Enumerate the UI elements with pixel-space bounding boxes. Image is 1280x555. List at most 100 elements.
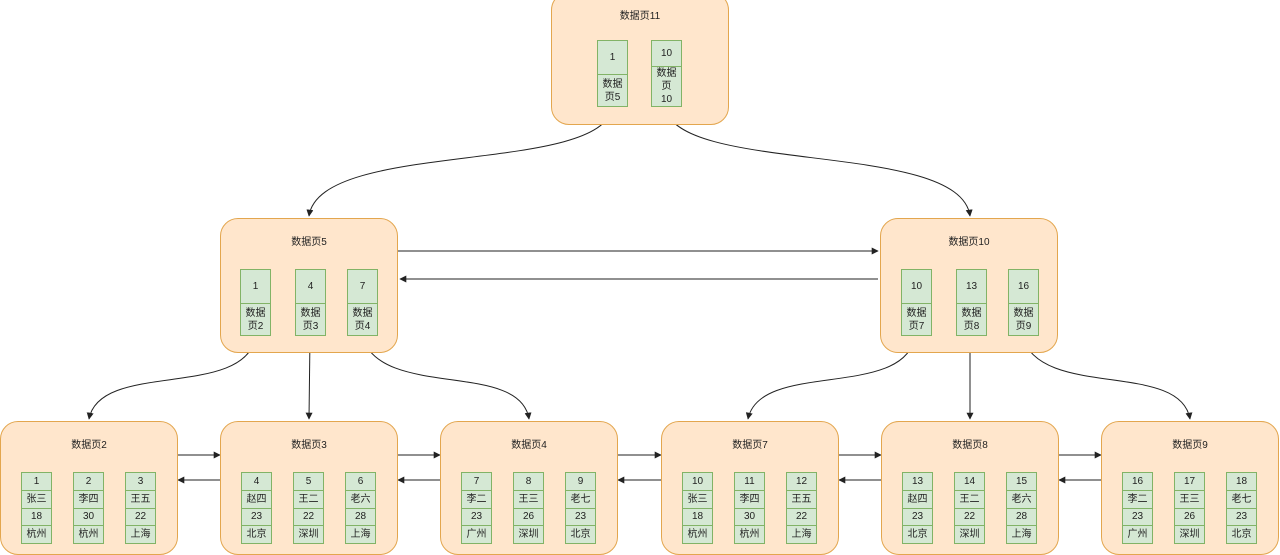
record-id: 4	[253, 475, 260, 487]
leaf-record: 14 王二 22 深圳	[954, 472, 985, 544]
leaf-page: 数据页7 10 张三 18 杭州 11 李四 30 杭州 12 王五 22 上海	[661, 421, 839, 555]
index-entry: 10 数据页10	[651, 40, 682, 107]
record-name: 老七	[566, 489, 595, 508]
record-city: 上海	[787, 525, 816, 543]
leaf-record: 6 老六 28 上海	[345, 472, 376, 544]
record-city: 深圳	[955, 525, 984, 543]
record-name: 王五	[787, 489, 816, 508]
record-id: 11	[744, 475, 755, 487]
entry-child-pointer: 数据页3	[296, 303, 325, 335]
record-age: 23	[1123, 507, 1152, 526]
leaf-record: 11 李四 30 杭州	[734, 472, 765, 544]
leaf-record: 12 王五 22 上海	[786, 472, 817, 544]
entry-key: 4	[307, 281, 314, 292]
root-page: 数据页11 1 数据页5 10 数据页10	[551, 0, 729, 125]
entry-child-pointer: 数据页10	[652, 66, 681, 106]
record-name: 老七	[1227, 489, 1256, 508]
record-id: 1	[33, 475, 40, 487]
page-title: 数据页4	[511, 440, 547, 451]
record-age: 23	[242, 507, 271, 526]
leaf-record: 10 张三 18 杭州	[682, 472, 713, 544]
leaf-record: 5 王二 22 深圳	[293, 472, 324, 544]
leaf-page: 数据页2 1 张三 18 杭州 2 李四 30 杭州 3 王五 22 上海	[0, 421, 178, 555]
index-entry: 13 数据页8	[956, 269, 987, 336]
record-age: 22	[294, 507, 323, 526]
record-name: 老六	[1007, 489, 1036, 508]
record-age: 26	[514, 507, 543, 526]
leaf-record: 17 王三 26 深圳	[1174, 472, 1205, 544]
leaf-record: 2 李四 30 杭州	[73, 472, 104, 544]
record-city: 杭州	[22, 525, 51, 543]
record-city: 广州	[462, 525, 491, 543]
page-title: 数据页10	[948, 237, 990, 248]
record-name: 张三	[683, 489, 712, 508]
record-age: 23	[566, 507, 595, 526]
index-entry: 7 数据页4	[347, 269, 378, 336]
record-name: 李二	[1123, 489, 1152, 508]
record-age: 28	[346, 507, 375, 526]
entry-child-pointer: 数据页2	[241, 303, 270, 335]
page-title: 数据页7	[732, 440, 768, 451]
record-name: 李四	[735, 489, 764, 508]
record-name: 老六	[346, 489, 375, 508]
record-name: 王五	[126, 489, 155, 508]
page-title: 数据页5	[291, 237, 327, 248]
record-id: 10	[691, 475, 704, 487]
record-age: 23	[903, 507, 932, 526]
record-name: 赵四	[242, 489, 271, 508]
record-name: 张三	[22, 489, 51, 508]
record-age: 30	[74, 507, 103, 526]
entry-child-pointer: 数据页5	[598, 74, 627, 106]
leaf-page: 数据页8 13 赵四 23 北京 14 王二 22 深圳 15 老六 28 上海	[881, 421, 1059, 555]
record-id: 5	[305, 475, 312, 487]
record-name: 王二	[294, 489, 323, 508]
entry-key: 10	[910, 281, 923, 292]
record-age: 22	[787, 507, 816, 526]
record-id: 13	[911, 475, 924, 487]
record-age: 26	[1175, 507, 1204, 526]
index-entry: 4 数据页3	[295, 269, 326, 336]
record-age: 30	[735, 507, 764, 526]
record-id: 8	[525, 475, 532, 487]
record-city: 上海	[126, 525, 155, 543]
index-entry: 1 数据页5	[597, 40, 628, 107]
record-id: 3	[137, 475, 144, 487]
leaf-record: 18 老七 23 北京	[1226, 472, 1257, 544]
internal-page: 数据页10 10 数据页7 13 数据页8 16 数据页9	[880, 218, 1058, 353]
record-age: 18	[22, 507, 51, 526]
leaf-record: 7 李二 23 广州	[461, 472, 492, 544]
leaf-page: 数据页3 4 赵四 23 北京 5 王二 22 深圳 6 老六 28 上海	[220, 421, 398, 555]
record-id: 14	[963, 475, 976, 487]
entry-key: 1	[609, 52, 616, 63]
record-id: 2	[85, 475, 92, 487]
index-entry: 1 数据页2	[240, 269, 271, 336]
leaf-record: 4 赵四 23 北京	[241, 472, 272, 544]
record-id: 6	[357, 475, 364, 487]
leaf-page: 数据页4 7 李二 23 广州 8 王三 26 深圳 9 老七 23 北京	[440, 421, 618, 555]
page-title: 数据页2	[71, 440, 107, 451]
record-city: 北京	[903, 525, 932, 543]
record-name: 李二	[462, 489, 491, 508]
record-id: 7	[473, 475, 480, 487]
record-name: 李四	[74, 489, 103, 508]
record-name: 王二	[955, 489, 984, 508]
record-name: 王三	[514, 489, 543, 508]
leaf-record: 1 张三 18 杭州	[21, 472, 52, 544]
record-city: 北京	[566, 525, 595, 543]
leaf-record: 13 赵四 23 北京	[902, 472, 933, 544]
record-age: 28	[1007, 507, 1036, 526]
record-name: 王三	[1175, 489, 1204, 508]
record-id: 17	[1183, 475, 1196, 487]
record-id: 16	[1131, 475, 1144, 487]
record-city: 杭州	[735, 525, 764, 543]
record-age: 22	[955, 507, 984, 526]
record-id: 15	[1015, 475, 1028, 487]
page-title: 数据页8	[952, 440, 988, 451]
record-city: 深圳	[1175, 525, 1204, 543]
entry-child-pointer: 数据页4	[348, 303, 377, 335]
record-city: 深圳	[294, 525, 323, 543]
record-city: 广州	[1123, 525, 1152, 543]
page-title: 数据页9	[1172, 440, 1208, 451]
entry-key: 16	[1017, 281, 1030, 292]
entry-key: 1	[252, 281, 259, 292]
